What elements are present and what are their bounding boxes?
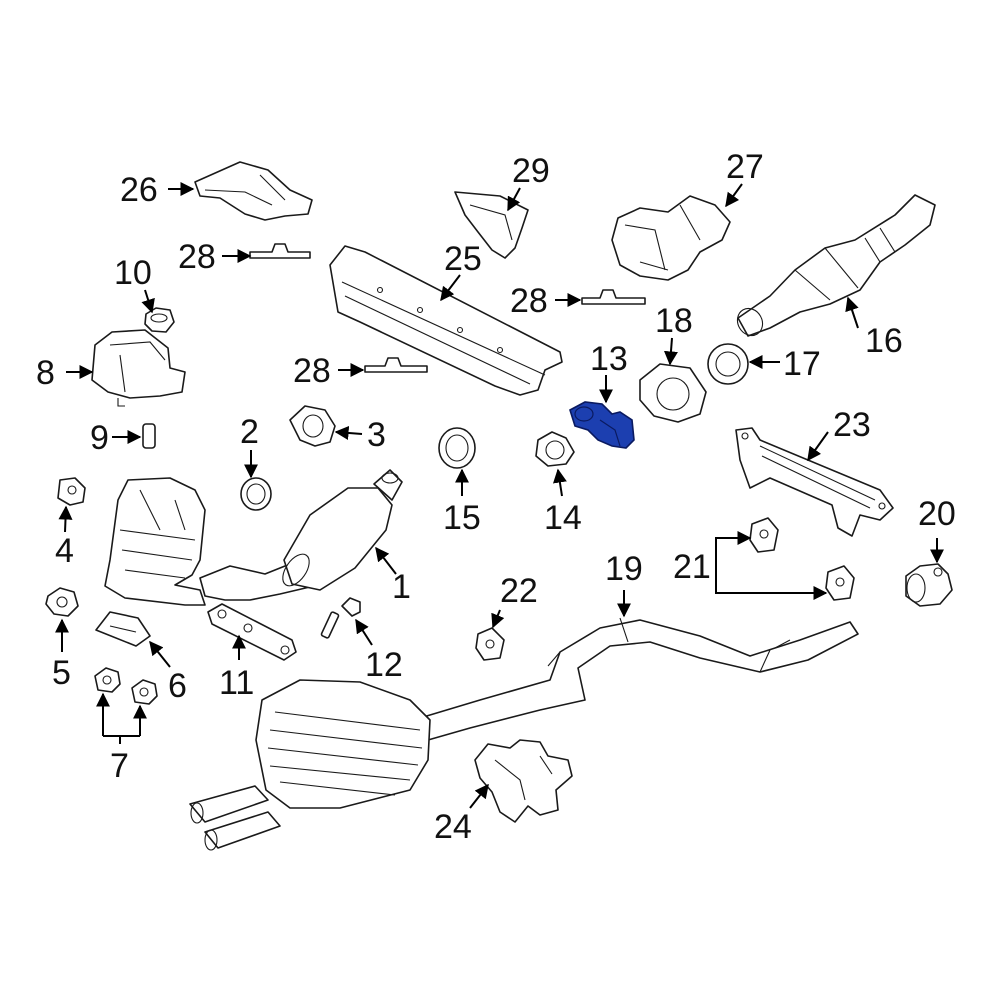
callout-18[interactable]: 18 [655, 302, 693, 340]
part-8-heat-shield[interactable] [91, 329, 186, 407]
part-28-clip-c[interactable] [364, 357, 428, 373]
part-21-insulator-b[interactable] [825, 565, 855, 601]
callout-23[interactable]: 23 [833, 406, 871, 444]
part-6-gasket[interactable] [95, 611, 151, 647]
part-28-clip-a[interactable] [249, 243, 311, 259]
part-3-clamp[interactable] [289, 405, 336, 447]
callout-4[interactable]: 4 [55, 532, 74, 570]
callout-19[interactable]: 19 [605, 550, 643, 588]
leader-lines [55, 182, 944, 809]
callout-14[interactable]: 14 [544, 499, 582, 537]
callout-10[interactable]: 10 [114, 254, 152, 292]
callout-26[interactable]: 26 [120, 171, 158, 209]
part-23-crossmember[interactable] [735, 427, 894, 537]
part-10-nut[interactable] [144, 307, 175, 333]
callout-28-c[interactable]: 28 [293, 352, 331, 390]
callout-24[interactable]: 24 [434, 808, 472, 846]
part-1-converter[interactable] [277, 469, 403, 591]
callout-28-b[interactable]: 28 [510, 282, 548, 320]
part-22-insulator[interactable] [475, 627, 505, 661]
callout-29[interactable]: 29 [512, 152, 550, 190]
callout-13[interactable]: 13 [590, 340, 628, 378]
part-4-insulator[interactable] [57, 477, 86, 506]
catalytic-converter-assembly[interactable] [104, 477, 319, 606]
part-21-insulator-a[interactable] [749, 517, 779, 553]
callout-7[interactable]: 7 [110, 747, 129, 785]
part-17-gasket[interactable] [707, 343, 749, 385]
part-11-gasket[interactable] [207, 603, 297, 661]
callout-17[interactable]: 17 [783, 345, 821, 383]
part-25-heat-shield[interactable] [329, 245, 563, 396]
callout-3[interactable]: 3 [367, 416, 386, 454]
part-18-clamp[interactable] [639, 363, 707, 423]
part-14-clamp[interactable] [535, 431, 575, 467]
callout-27[interactable]: 27 [726, 148, 764, 186]
callout-15[interactable]: 15 [443, 499, 481, 537]
callout-16[interactable]: 16 [865, 322, 903, 360]
callout-9[interactable]: 9 [90, 419, 109, 457]
part-7-nut-b[interactable] [131, 679, 158, 705]
callout-8[interactable]: 8 [36, 354, 55, 392]
callout-28-a[interactable]: 28 [178, 238, 216, 276]
part-15-gasket[interactable] [438, 427, 476, 469]
part-28-clip-b[interactable] [581, 289, 646, 305]
callout-12[interactable]: 12 [365, 646, 403, 684]
callout-25[interactable]: 25 [444, 240, 482, 278]
callout-labels: 26 28 29 27 25 28 10 8 28 18 13 16 17 9 … [36, 148, 956, 846]
callout-21[interactable]: 21 [673, 548, 711, 586]
part-20-clamp[interactable] [905, 563, 953, 607]
part-27-heat-shield[interactable] [611, 195, 731, 281]
part-24-bracket[interactable] [474, 739, 573, 823]
callout-22[interactable]: 22 [500, 572, 538, 610]
part-26-heat-shield[interactable] [194, 161, 313, 221]
callout-6[interactable]: 6 [168, 667, 187, 705]
part-5-nut[interactable] [45, 587, 79, 617]
callout-2[interactable]: 2 [240, 413, 259, 451]
callout-5[interactable]: 5 [52, 654, 71, 692]
part-19-muffler-and-pipe[interactable] [189, 617, 859, 851]
part-2-gasket[interactable] [240, 477, 272, 511]
part-7-nut-a[interactable] [94, 667, 121, 693]
part-12-bolt[interactable] [320, 597, 361, 639]
part-9-stud[interactable] [142, 423, 156, 449]
part-13-mounting-bracket[interactable] [569, 401, 635, 449]
callout-20[interactable]: 20 [918, 495, 956, 533]
callout-11[interactable]: 11 [219, 664, 254, 702]
callout-1[interactable]: 1 [392, 568, 411, 606]
part-16-catalytic-converter[interactable] [733, 194, 936, 340]
